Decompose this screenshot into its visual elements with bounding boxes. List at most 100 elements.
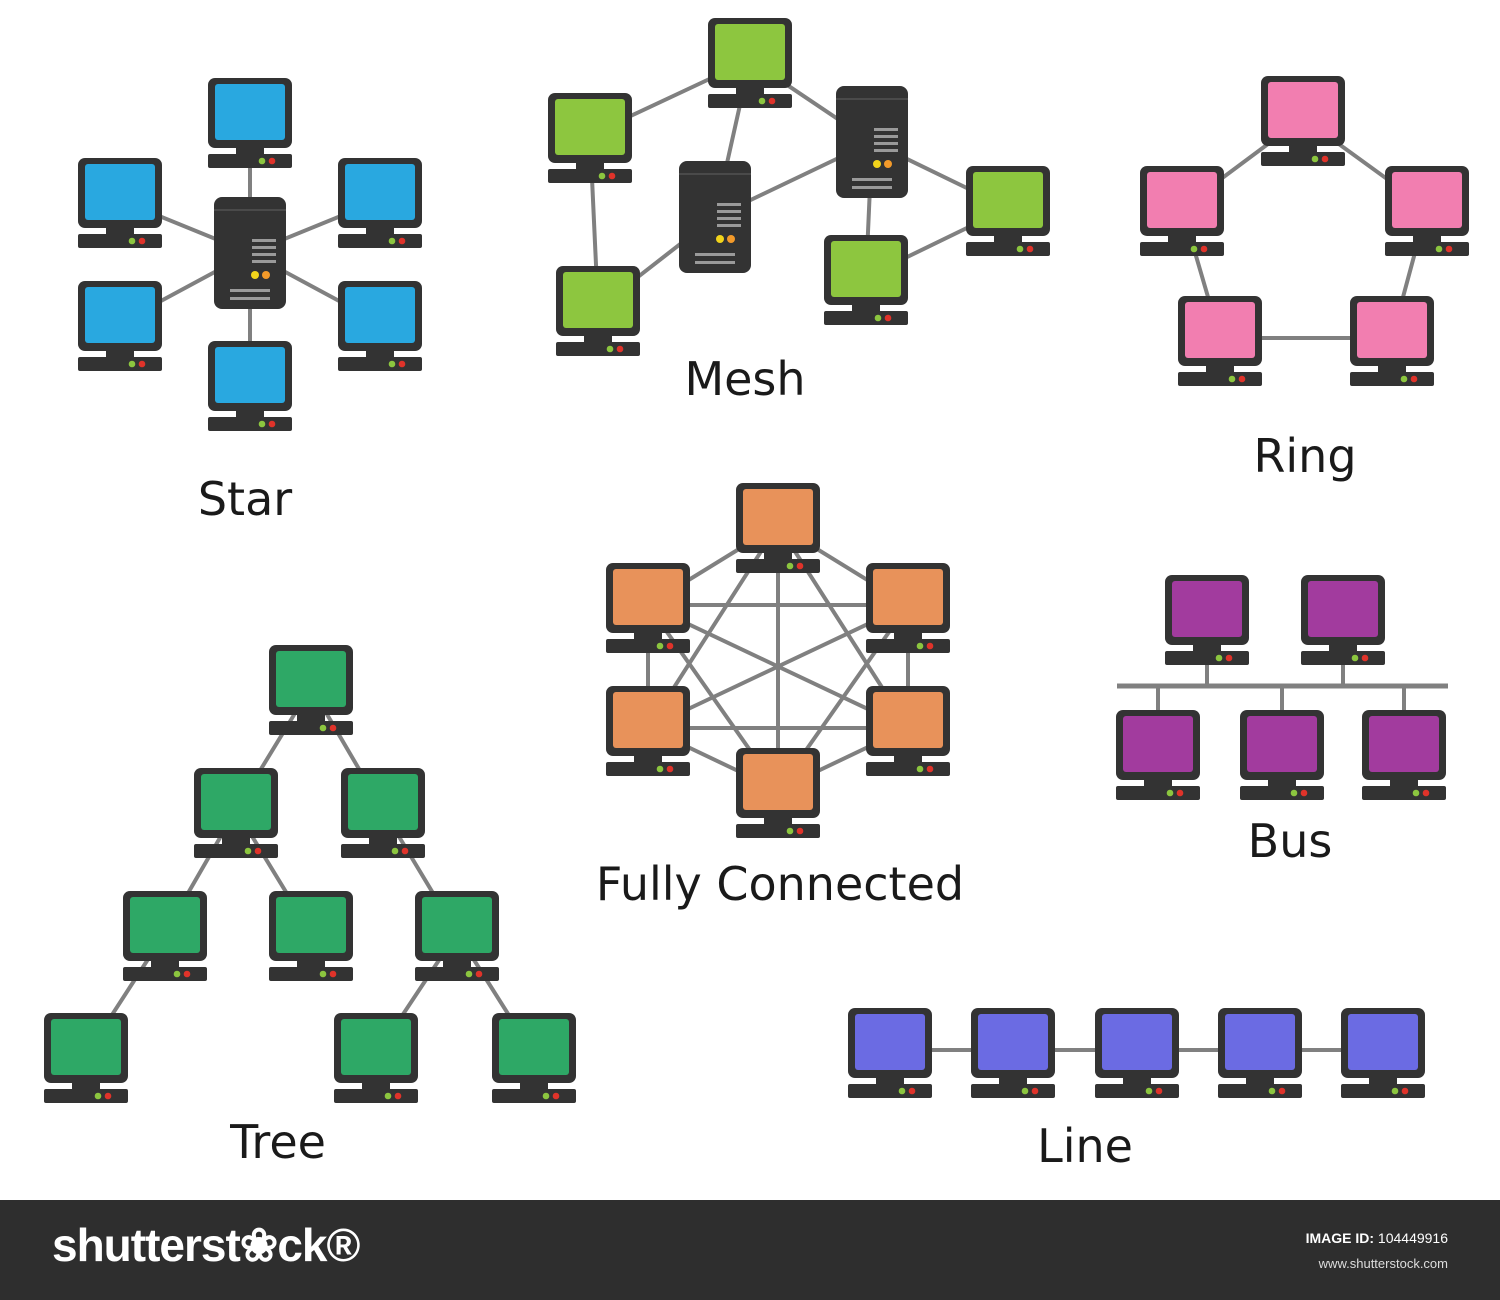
image-id: IMAGE ID: 104449916 <box>1306 1230 1448 1246</box>
activity-led <box>666 765 674 773</box>
tree-computer-icon <box>269 891 353 981</box>
computer-base <box>971 1084 1055 1098</box>
tree-computer-icon <box>194 768 278 858</box>
monitor-screen <box>555 99 625 155</box>
line-computer-icon <box>1095 1008 1179 1098</box>
power-led <box>898 1087 906 1095</box>
power-led <box>1228 375 1236 383</box>
computer-base <box>208 417 292 431</box>
activity-led <box>1238 375 1246 383</box>
computer-base <box>966 242 1050 256</box>
power-led <box>916 642 924 650</box>
site-url: www.shutterstock.com <box>1318 1256 1448 1271</box>
server-vent <box>717 203 741 206</box>
power-led <box>173 970 181 978</box>
activity-led <box>329 970 337 978</box>
fully-connected-computer-icon <box>606 686 690 776</box>
power-led <box>1021 1087 1029 1095</box>
monitor-screen <box>1247 716 1317 772</box>
power-led <box>244 847 252 855</box>
power-led <box>786 827 794 835</box>
activity-led <box>1445 245 1453 253</box>
image-id-label: IMAGE ID: <box>1305 1230 1375 1246</box>
activity-led <box>1278 1087 1286 1095</box>
power-led <box>1351 654 1359 662</box>
line-computer-icon <box>1218 1008 1302 1098</box>
monitor-screen <box>499 1019 569 1075</box>
monitor-stand <box>736 87 764 95</box>
power-led <box>656 765 664 773</box>
mesh-computer-icon <box>966 166 1050 256</box>
computer-base <box>1240 786 1324 800</box>
activity-led <box>1410 375 1418 383</box>
monitor-screen <box>873 569 943 625</box>
star-label: Star <box>198 472 292 526</box>
server-tower <box>679 161 751 273</box>
power-led <box>465 970 473 978</box>
bus-computer-icon <box>1301 575 1385 665</box>
monitor-stand <box>297 714 325 722</box>
bus-computer-icon <box>1116 710 1200 800</box>
monitor-screen <box>613 692 683 748</box>
power-led <box>258 420 266 428</box>
monitor-screen <box>1123 716 1193 772</box>
power-led <box>94 1092 102 1100</box>
activity-led <box>475 970 483 978</box>
monitor-screen <box>130 897 200 953</box>
power-led <box>388 360 396 368</box>
star-computer-icon <box>78 281 162 371</box>
computer-base <box>1385 242 1469 256</box>
computer-base <box>708 94 792 108</box>
server-led <box>727 235 735 243</box>
activity-led <box>104 1092 112 1100</box>
activity-led <box>1361 654 1369 662</box>
monitor-screen <box>715 24 785 80</box>
activity-led <box>398 360 406 368</box>
monitor-screen <box>1348 1014 1418 1070</box>
power-led <box>1190 245 1198 253</box>
computer-base <box>415 967 499 981</box>
activity-led <box>268 157 276 165</box>
server-seam <box>679 173 751 175</box>
power-led <box>916 765 924 773</box>
monitor-stand <box>1390 779 1418 787</box>
monitor-stand <box>894 632 922 640</box>
server-vent <box>252 260 276 263</box>
computer-base <box>606 639 690 653</box>
server-led <box>251 271 259 279</box>
server-tower <box>836 86 908 198</box>
computer-base <box>194 844 278 858</box>
power-led <box>606 345 614 353</box>
line-computer-icon <box>1341 1008 1425 1098</box>
power-led <box>1311 155 1319 163</box>
monitor-stand <box>236 147 264 155</box>
server-vent <box>874 128 898 131</box>
monitor-stand <box>236 410 264 418</box>
monitor-stand <box>1144 779 1172 787</box>
monitor-screen <box>51 1019 121 1075</box>
monitor-screen <box>1102 1014 1172 1070</box>
monitor-screen <box>341 1019 411 1075</box>
activity-led <box>254 847 262 855</box>
monitor-stand <box>106 350 134 358</box>
monitor-stand <box>366 227 394 235</box>
monitor-screen <box>1147 172 1217 228</box>
computer-base <box>1350 372 1434 386</box>
mesh-computer-icon <box>824 235 908 325</box>
power-led <box>656 642 664 650</box>
monitor-screen <box>1369 716 1439 772</box>
server-vent <box>717 224 741 227</box>
monitor-stand <box>1369 1077 1397 1085</box>
monitor-stand <box>764 817 792 825</box>
computer-base <box>1218 1084 1302 1098</box>
computer-base <box>556 342 640 356</box>
activity-led <box>926 642 934 650</box>
ring-computer-icon <box>1140 166 1224 256</box>
activity-led <box>138 360 146 368</box>
server-slot <box>852 186 892 189</box>
monitor-stand <box>443 960 471 968</box>
server-seam <box>214 209 286 211</box>
monitor-screen <box>1225 1014 1295 1070</box>
activity-led <box>926 765 934 773</box>
fully-connected-computer-icon <box>866 563 950 653</box>
